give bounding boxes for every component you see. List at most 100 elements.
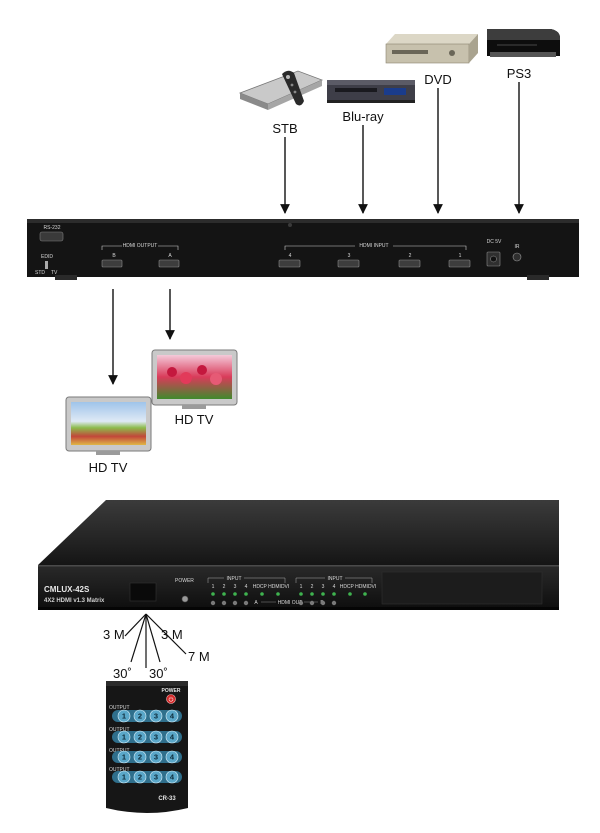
group-a-button-1[interactable] bbox=[210, 600, 216, 606]
remote-button-label: 2 bbox=[138, 773, 142, 782]
group-a-led-hdcp bbox=[260, 592, 264, 596]
group-a-led-1 bbox=[211, 592, 215, 596]
group-b-button-1[interactable] bbox=[298, 600, 304, 606]
ir-range-center-label: 7 M bbox=[188, 649, 210, 664]
remote-button-r3-2[interactable] bbox=[133, 750, 147, 764]
rs232-label: RS-232 bbox=[44, 225, 61, 231]
remote-button-r1-3[interactable] bbox=[149, 709, 163, 723]
remote-button-label: 1 bbox=[122, 733, 126, 742]
remote-output-label-2: OUTPUT bbox=[109, 727, 130, 733]
input-4-label: 4 bbox=[289, 253, 292, 259]
front-subtitle-label: 4X2 HDMI v1.3 Matrix bbox=[44, 598, 105, 604]
power-icon: ⏻ bbox=[169, 697, 174, 704]
input-group-a-label: INPUT bbox=[227, 576, 242, 582]
group-b-num-1: 1 bbox=[300, 584, 303, 590]
remote-button-r4-1[interactable] bbox=[117, 770, 131, 784]
remote-output-label-4: OUTPUT bbox=[109, 767, 130, 773]
group-a-led-hdmi bbox=[276, 592, 280, 596]
remote-button-r2-2[interactable] bbox=[133, 730, 147, 744]
input-1-label: 1 bbox=[459, 253, 462, 259]
rear-panel: RS-232 EDID STD TV HDMI OUTPUT B A HDMI … bbox=[27, 219, 579, 280]
remote-button-label: 3 bbox=[154, 712, 158, 721]
group-a-button-4[interactable] bbox=[243, 600, 249, 606]
remote-power-button[interactable] bbox=[166, 694, 176, 704]
ir-label: IR bbox=[515, 244, 520, 250]
dc-label: DC 5V bbox=[487, 239, 502, 245]
front-power-button[interactable] bbox=[181, 595, 189, 603]
remote-control: POWER ⏻ OUTPUT OUTPUT OUTPUT OUTPUT 1234… bbox=[106, 681, 188, 813]
group-b-num-4: 4 bbox=[333, 584, 336, 590]
group-a-led-3 bbox=[233, 592, 237, 596]
group-b-hdcp-label: HDCP HDMIDVI bbox=[340, 584, 377, 590]
dvd-device bbox=[385, 34, 478, 64]
ir-jack bbox=[512, 252, 522, 262]
ir-range-diagram bbox=[124, 613, 187, 668]
remote-button-label: 3 bbox=[154, 753, 158, 762]
stb-device bbox=[238, 70, 324, 110]
group-a-button-2[interactable] bbox=[221, 600, 227, 606]
hdmi-output-b-port bbox=[101, 259, 123, 268]
hd-tv-b bbox=[65, 396, 152, 455]
bluray-device bbox=[327, 80, 415, 103]
remote-button-label: 4 bbox=[170, 712, 175, 721]
group-b-led-hdmi bbox=[363, 592, 367, 596]
remote-button-label: 3 bbox=[154, 733, 158, 742]
stb-label: STB bbox=[272, 121, 297, 136]
ps3-device bbox=[487, 29, 560, 57]
remote-button-r2-3[interactable] bbox=[149, 730, 163, 744]
hd-tv-a-label: HD TV bbox=[175, 412, 214, 427]
group-b-led-4 bbox=[332, 592, 336, 596]
remote-button-r4-4[interactable] bbox=[165, 770, 179, 784]
input-group-b-label: INPUT bbox=[328, 576, 343, 582]
hd-tv-a bbox=[151, 349, 238, 409]
remote-button-r3-1[interactable] bbox=[117, 750, 131, 764]
group-a-hdcp-label: HDCP HDMIDVI bbox=[253, 584, 290, 590]
edid-label: EDID bbox=[41, 254, 53, 260]
remote-button-r2-4[interactable] bbox=[165, 730, 179, 744]
rs232-port bbox=[39, 231, 64, 242]
output-b-label: B bbox=[112, 253, 116, 259]
remote-button-r1-2[interactable] bbox=[133, 709, 147, 723]
remote-button-label: 2 bbox=[138, 753, 142, 762]
group-a-button-3[interactable] bbox=[232, 600, 238, 606]
dvd-label: DVD bbox=[424, 72, 451, 87]
group-b-led-hdcp bbox=[348, 592, 352, 596]
remote-model-label: CR-33 bbox=[158, 796, 176, 802]
hdmi-input-label: HDMI INPUT bbox=[359, 243, 388, 249]
remote-button-label: 2 bbox=[138, 733, 142, 742]
hd-tv-b-label: HD TV bbox=[89, 460, 128, 475]
group-b-led-1 bbox=[299, 592, 303, 596]
hdmi-input-2-port bbox=[398, 259, 421, 268]
hdmi-output-a-port bbox=[158, 259, 180, 268]
group-b-button-4[interactable] bbox=[331, 600, 337, 606]
ir-angle-right-label: 30˚ bbox=[149, 666, 168, 681]
remote-button-r1-4[interactable] bbox=[165, 709, 179, 723]
remote-button-label: 4 bbox=[170, 773, 175, 782]
remote-output-label-1: OUTPUT bbox=[109, 705, 130, 711]
hdmi-out-label: HDMI OUT bbox=[278, 600, 303, 606]
bluray-label: Blu-ray bbox=[342, 109, 384, 124]
remote-button-r3-3[interactable] bbox=[149, 750, 163, 764]
edid-tv-label: TV bbox=[51, 270, 58, 276]
remote-power-label: POWER bbox=[162, 688, 181, 694]
group-a-num-1: 1 bbox=[212, 584, 215, 590]
remote-button-label: 1 bbox=[122, 753, 126, 762]
remote-button-label: 2 bbox=[138, 712, 142, 721]
remote-button-r2-1[interactable] bbox=[117, 730, 131, 744]
remote-button-r3-4[interactable] bbox=[165, 750, 179, 764]
hdmi-input-3-port bbox=[337, 259, 360, 268]
remote-button-r4-2[interactable] bbox=[133, 770, 147, 784]
output-a-label: A bbox=[168, 253, 172, 259]
group-a-led-4 bbox=[244, 592, 248, 596]
group-b-button-3[interactable] bbox=[320, 600, 326, 606]
hdmi-input-4-port bbox=[278, 259, 301, 268]
remote-button-label: 4 bbox=[170, 753, 175, 762]
group-b-led-3 bbox=[321, 592, 325, 596]
group-b-button-2[interactable] bbox=[309, 600, 315, 606]
hdmi-out-a-label: A bbox=[254, 600, 258, 606]
remote-button-r4-3[interactable] bbox=[149, 770, 163, 784]
remote-button-r1-1[interactable] bbox=[117, 709, 131, 723]
front-right-panel bbox=[381, 571, 543, 605]
